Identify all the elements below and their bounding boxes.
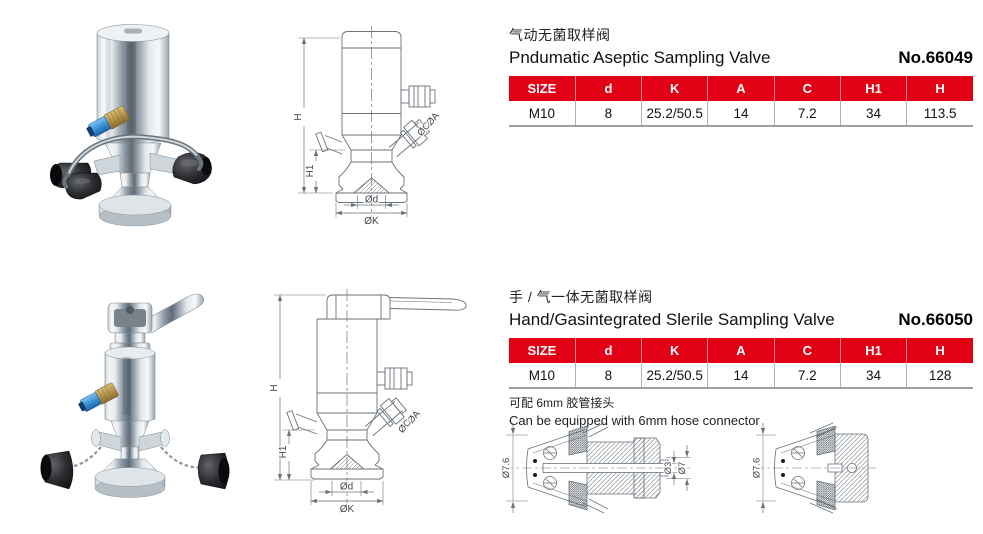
- section-66049: 气动无菌取样阀 Pndumatic Aseptic Sampling Valve…: [509, 26, 973, 127]
- product-title-zh: 气动无菌取样阀: [509, 27, 611, 43]
- od-dimension: [344, 195, 399, 209]
- col-h: H: [906, 76, 973, 101]
- note-en: Can be equipped with 6mm hose connector: [509, 413, 760, 428]
- cell-h: 113.5: [906, 101, 973, 127]
- seat-hatch: [328, 453, 366, 470]
- product-title-zh: 手 / 气一体无菌取样阀: [509, 289, 653, 305]
- cell-h1: 34: [840, 363, 908, 389]
- hose-connector-section-drawing: Ø7.6 Ø3 Ø7: [500, 422, 691, 514]
- product-number: No.66049: [898, 48, 973, 67]
- col-size: SIZE: [509, 76, 576, 101]
- spec-data-row: M10 8 25.2/50.5 14 7.2 34 128: [509, 363, 973, 389]
- col-k: K: [641, 76, 709, 101]
- cell-a: 14: [707, 363, 775, 389]
- h-dimension: [298, 37, 340, 194]
- col-c: C: [774, 76, 841, 101]
- h1-dimension: [282, 429, 314, 481]
- technical-drawing-hand-gas-valve: H H1 Ød ØK ØA ØC: [270, 289, 467, 516]
- h1-dimension: [309, 149, 345, 194]
- right-sample-port: [149, 152, 177, 174]
- connector-cone: [774, 422, 838, 514]
- product-photo-hand-gas-valve: [40, 293, 230, 498]
- d76-dimension: [756, 423, 776, 513]
- handle-lever: [142, 293, 204, 334]
- col-size: SIZE: [509, 338, 576, 363]
- left-sample-port: [93, 154, 121, 176]
- cell-k: 25.2/50.5: [641, 101, 709, 127]
- cell-a: 14: [707, 101, 775, 127]
- cell-c: 7.2: [774, 101, 841, 127]
- cell-c: 7.2: [774, 363, 841, 389]
- h-dimension: [274, 294, 326, 481]
- product-title-en: Hand/Gasintegrated Slerile Sampling Valv…: [509, 310, 835, 329]
- cell-size: M10: [509, 363, 576, 389]
- spec-table-66050: SIZE d K A C H1 H M10 8 25.2/50.5 14 7.2…: [509, 338, 973, 389]
- col-a: A: [707, 76, 775, 101]
- spec-data-row: M10 8 25.2/50.5 14 7.2 34 113.5: [509, 101, 973, 127]
- ok-dimension: [310, 481, 384, 505]
- left-port-drawing: [286, 410, 318, 435]
- right-port-drawing: [364, 397, 407, 436]
- product-title-en: Pndumatic Aseptic Sampling Valve: [509, 48, 771, 67]
- dim-label-d76: Ø7.6: [501, 458, 512, 479]
- dim-label-h: H: [270, 384, 280, 391]
- hose-connector-section-drawing-2: Ø7.6: [750, 422, 876, 514]
- dim-label-od: Ød: [340, 482, 353, 493]
- col-k: K: [641, 338, 709, 363]
- right-port-drawing: [388, 118, 431, 157]
- col-c: C: [774, 338, 841, 363]
- dim-label-od: Ød: [365, 195, 378, 206]
- col-a: A: [707, 338, 775, 363]
- dim-label-h: H: [293, 113, 304, 120]
- col-d: d: [575, 338, 643, 363]
- spec-header-row: SIZE d K A C H1 H: [509, 338, 973, 363]
- dim-label-h1: H1: [305, 164, 316, 177]
- section-66050: 手 / 气一体无菌取样阀 Hand/Gasintegrated Slerile …: [509, 288, 973, 428]
- cell-h1: 34: [840, 101, 908, 127]
- valve-outline: [310, 294, 467, 480]
- cell-size: M10: [509, 101, 576, 127]
- note-zh: 可配 6mm 胶管接头: [509, 396, 615, 410]
- cell-k: 25.2/50.5: [641, 363, 709, 389]
- dim-label-h1: H1: [278, 445, 289, 458]
- handle-outline: [389, 297, 467, 311]
- dim-label-d7: Ø7: [677, 462, 688, 475]
- pneumatic-fitting-photo: [78, 382, 119, 412]
- col-d: d: [575, 76, 643, 101]
- od-dimension: [319, 481, 374, 496]
- pneumatic-fitting-photo: [86, 105, 130, 137]
- ok-dimension: [335, 203, 408, 217]
- spec-header-row: SIZE d K A C H1 H: [509, 76, 973, 101]
- seat-hatch: [352, 177, 391, 194]
- air-connector-drawing: [376, 367, 413, 390]
- spec-table-66049: SIZE d K A C H1 H M10 8 25.2/50.5 14 7.2…: [509, 76, 973, 127]
- dim-label-ok: ØK: [340, 504, 355, 515]
- col-h1: H1: [840, 338, 908, 363]
- dim-label-ok: ØK: [364, 216, 379, 227]
- connector-cone: [526, 422, 609, 514]
- product-photo-pneumatic-valve: [50, 24, 212, 227]
- dim-label-d76: Ø7.6: [752, 458, 763, 479]
- technical-drawing-pneumatic-valve: H H1 Ød ØK ØA ØC: [292, 26, 443, 228]
- left-port-drawing: [315, 131, 343, 155]
- d76-dimension: [506, 423, 528, 513]
- cell-d: 8: [575, 101, 643, 127]
- d3-dimension: [668, 451, 679, 485]
- d7-dimension: [666, 445, 691, 491]
- black-port-caps: [40, 450, 230, 490]
- air-connector-drawing: [400, 85, 436, 108]
- valve2-photo-body: [91, 293, 204, 498]
- dim-label-d3: Ø3: [663, 462, 674, 475]
- cell-d: 8: [575, 363, 643, 389]
- col-h: H: [906, 338, 973, 363]
- cell-h: 128: [906, 363, 973, 389]
- col-h1: H1: [840, 76, 908, 101]
- bail-wire-handle: [62, 134, 204, 189]
- product-number: No.66050: [898, 310, 973, 329]
